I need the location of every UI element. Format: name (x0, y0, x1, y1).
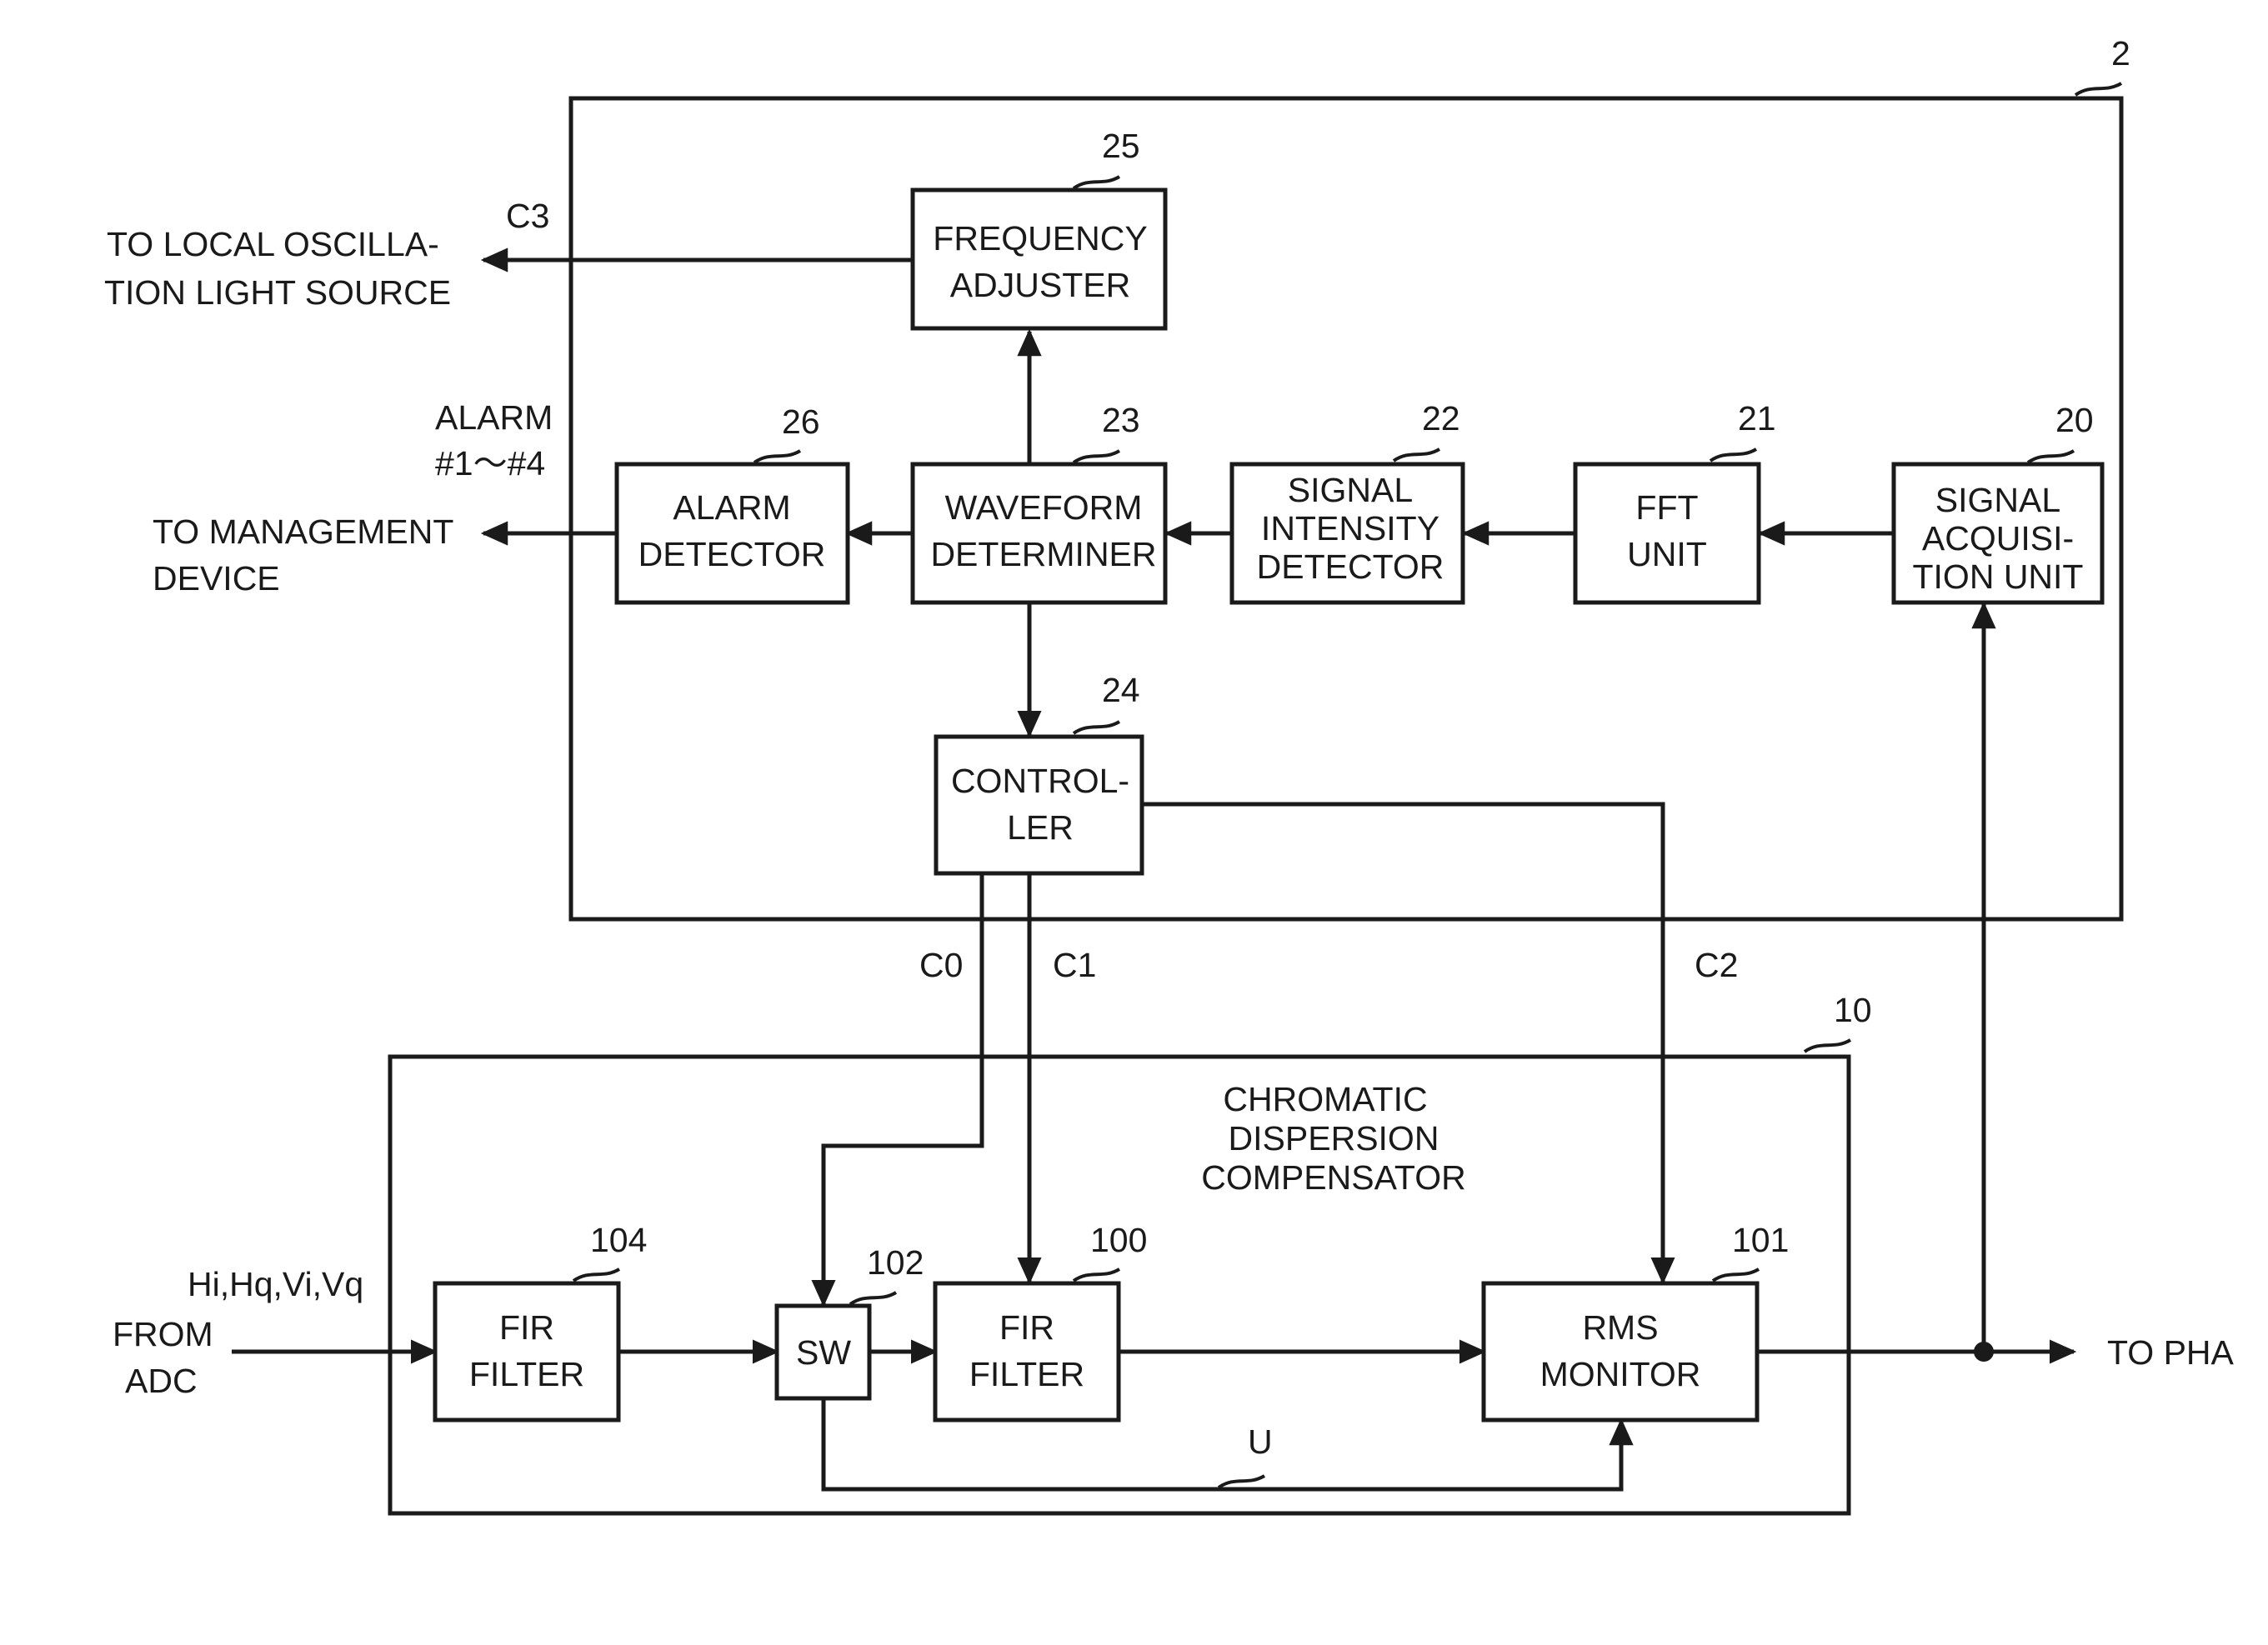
signal-c0: C0 (919, 946, 963, 984)
alarm-detector-block: ALARM DETECTOR (617, 464, 848, 602)
ref-100: 100 (1090, 1221, 1147, 1259)
fir-filter-104-label-1: FIR (499, 1308, 554, 1347)
alarm-detector-label-2: DETECTOR (638, 535, 826, 573)
line-c2 (1142, 804, 1663, 1282)
fir-filter-100-block: FIR FILTER (935, 1283, 1119, 1420)
ref-u: U (1248, 1422, 1273, 1461)
from-adc-label-1: FROM (113, 1315, 213, 1353)
frequency-adjuster-label-2: ADJUSTER (950, 266, 1130, 304)
signal-acquisition-unit-block: SIGNAL ACQUISI- TION UNIT (1894, 464, 2102, 602)
signal-intensity-label-2: INTENSITY (1261, 509, 1439, 548)
signal-c2: C2 (1695, 946, 1738, 984)
fft-unit-block: FFT UNIT (1575, 464, 1759, 602)
compensator-title-1: CHROMATIC (1223, 1080, 1427, 1118)
alarm-detector-label-1: ALARM (673, 488, 790, 527)
waveform-determiner-label-2: DETERMINER (930, 535, 1156, 573)
fir-filter-104-block: FIR FILTER (435, 1283, 618, 1420)
ref-20: 20 (2055, 401, 2094, 439)
local-oscillation-label-2: TION LIGHT SOURCE (104, 273, 451, 312)
signal-acquisition-label-2: ACQUISI- (1922, 519, 2074, 558)
controller-label-2: LER (1007, 808, 1074, 847)
from-adc-label-2: ADC (125, 1362, 198, 1400)
ref-25: 25 (1102, 127, 1140, 165)
rms-monitor-label-1: RMS (1582, 1308, 1658, 1347)
controller-label-1: CONTROL- (951, 762, 1129, 800)
fir-filter-100-label-2: FILTER (969, 1355, 1084, 1393)
compensator-title-2: DISPERSION (1229, 1119, 1439, 1158)
ref-2: 2 (2111, 34, 2130, 72)
management-device-label-2: DEVICE (153, 559, 280, 598)
signal-intensity-label-3: DETECTOR (1257, 548, 1444, 586)
switch-block: SW (777, 1306, 869, 1398)
line-c0 (824, 873, 982, 1304)
alarm-label-1: ALARM (435, 398, 553, 437)
signal-acquisition-label-1: SIGNAL (1935, 481, 2060, 519)
waveform-determiner-block: WAVEFORM DETERMINER (913, 464, 1165, 602)
ref-10: 10 (1834, 991, 1872, 1029)
fir-filter-104-label-2: FILTER (469, 1355, 584, 1393)
ref-22: 22 (1422, 399, 1460, 438)
signal-intensity-label-1: SIGNAL (1288, 471, 1413, 509)
ref-24: 24 (1102, 671, 1140, 709)
local-oscillation-label-1: TO LOCAL OSCILLA- (107, 225, 439, 263)
fft-unit-label-1: FFT (1635, 488, 1698, 527)
rms-monitor-block: RMS MONITOR (1484, 1283, 1757, 1420)
ref-104: 104 (590, 1221, 647, 1259)
switch-label: SW (796, 1333, 851, 1372)
signal-c1: C1 (1053, 946, 1096, 984)
junction-dot (1974, 1342, 1994, 1362)
management-device-label-1: TO MANAGEMENT (153, 512, 453, 551)
controller-block: CONTROL- LER (936, 737, 1142, 873)
fir-filter-100-label-1: FIR (999, 1308, 1054, 1347)
compensator-title: CHROMATIC DISPERSION COMPENSATOR (1201, 1080, 1465, 1197)
ref-21: 21 (1738, 399, 1776, 438)
ref-23: 23 (1102, 401, 1140, 439)
signal-c3: C3 (506, 197, 549, 235)
external-endpoints: TO LOCAL OSCILLA- TION LIGHT SOURCE TO M… (104, 225, 2235, 1400)
compensator-title-3: COMPENSATOR (1201, 1158, 1465, 1197)
signal-acquisition-label-3: TION UNIT (1913, 558, 2084, 596)
signal-intensity-detector-block: SIGNAL INTENSITY DETECTOR (1232, 464, 1463, 602)
alarm-label-2: #1～#4 (435, 444, 545, 482)
ref-101: 101 (1732, 1221, 1789, 1259)
frequency-adjuster-block: FREQUENCY ADJUSTER (913, 190, 1165, 328)
reference-numerals: 2 10 25 26 23 22 21 20 24 104 102 100 10… (573, 34, 2130, 1488)
waveform-determiner-label-1: WAVEFORM (945, 488, 1143, 527)
ref-26: 26 (782, 402, 820, 441)
frequency-adjuster-label-1: FREQUENCY (933, 219, 1147, 258)
fft-unit-label-2: UNIT (1627, 535, 1707, 573)
input-signals: Hi,Hq,Vi,Vq (188, 1265, 363, 1303)
to-pha-label: TO PHA (2107, 1333, 2235, 1372)
rms-monitor-label-2: MONITOR (1540, 1355, 1701, 1393)
ref-102: 102 (867, 1243, 924, 1282)
